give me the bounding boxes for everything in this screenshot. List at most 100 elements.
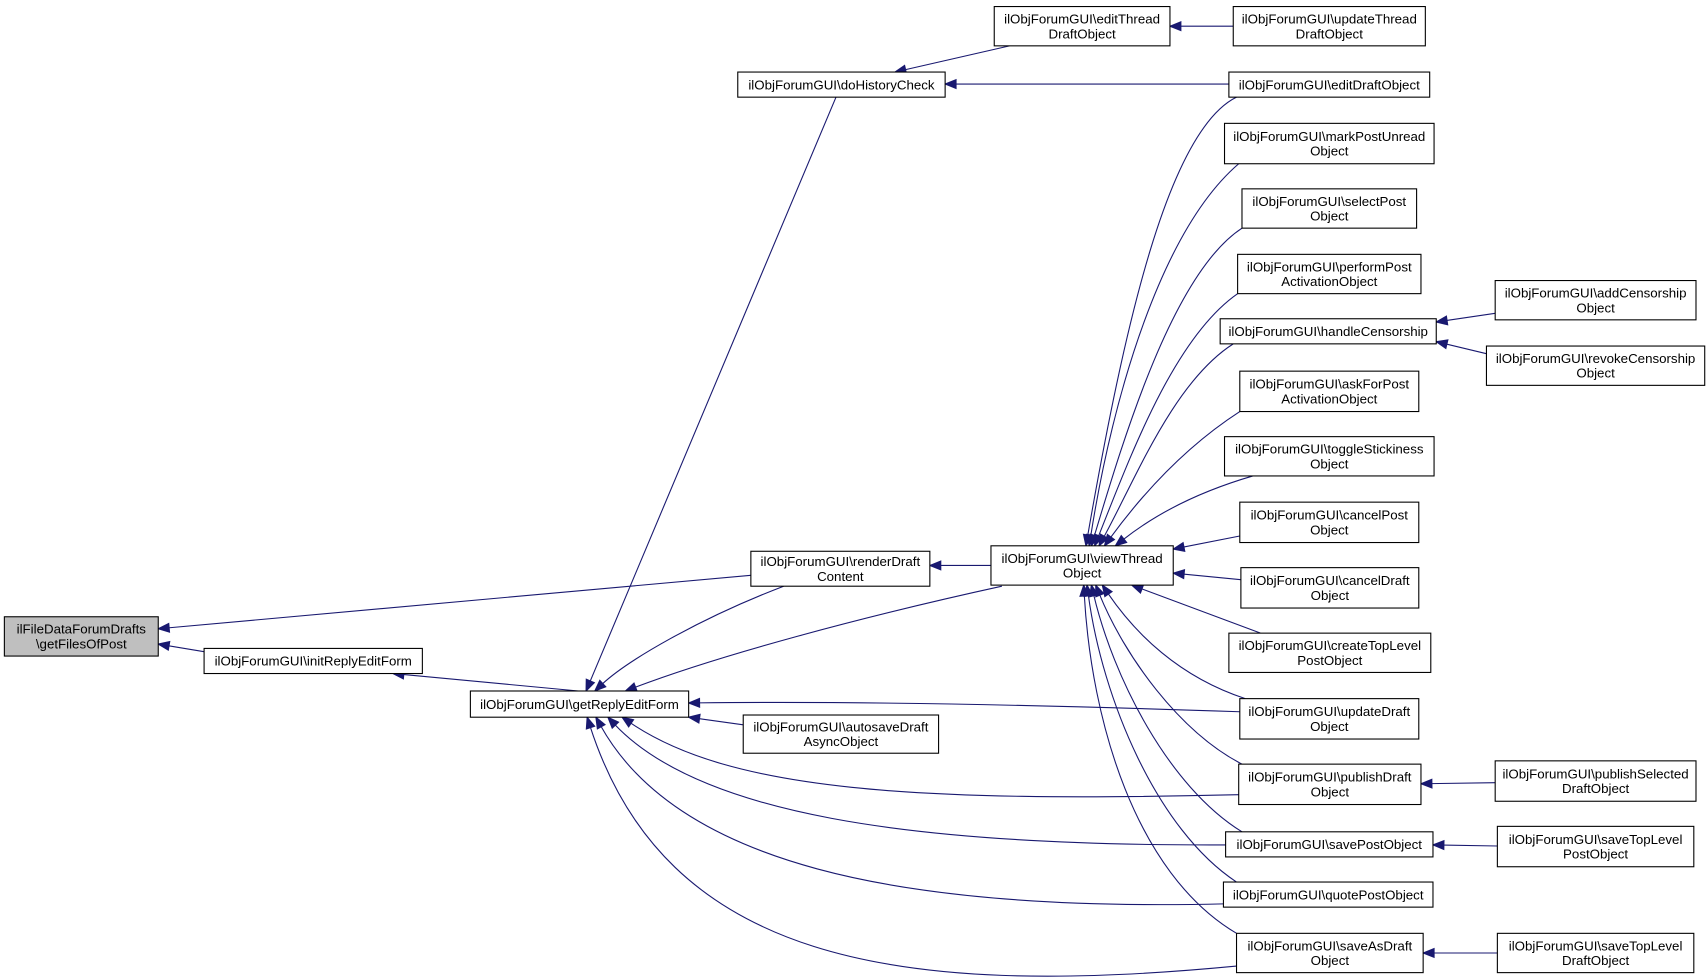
node-initReplyEditForm[interactable]: ilObjForumGUI\initReplyEditForm — [203, 647, 423, 675]
edge-editDraftObject-to-doHistoryCheck — [943, 78, 1229, 90]
node-label-line: ilObjForumGUI\quotePostObject — [1233, 887, 1424, 902]
node-handleCensorship[interactable]: ilObjForumGUI\handleCensorship — [1219, 318, 1437, 345]
edge-line — [1083, 594, 1237, 934]
edge-updateThreadDraftObject-to-editThreadDraftObject — [1168, 21, 1234, 32]
node-savePostObject[interactable]: ilObjForumGUI\savePostObject — [1225, 831, 1434, 858]
edge-line — [1090, 163, 1240, 537]
node-box — [1239, 370, 1420, 413]
edge-line — [904, 45, 1010, 71]
node-quotePostObject[interactable]: ilObjForumGUI\quotePostObject — [1222, 881, 1434, 908]
edge-publishDraftObject-to-getReplyEditForm — [620, 716, 1239, 798]
edge-line — [589, 96, 837, 683]
node-label-line: ActivationObject — [1281, 274, 1377, 289]
node-doHistoryCheck[interactable]: ilObjForumGUI\doHistoryCheck — [737, 71, 946, 98]
node-label-line: ilObjForumGUI\markPostUnread — [1233, 129, 1425, 144]
edge-line — [601, 585, 784, 685]
node-label-line: ilObjForumGUI\updateDraft — [1248, 704, 1410, 719]
arrowhead-icon — [1434, 339, 1449, 350]
node-label-line: \getFilesOfPost — [36, 636, 127, 651]
node-box — [990, 545, 1174, 586]
edge-line — [629, 722, 1239, 798]
node-label-line: Object — [1310, 144, 1349, 159]
node-performPostActivationObject[interactable]: ilObjForumGUI\performPostActivationObjec… — [1237, 253, 1422, 295]
edge-line — [1107, 592, 1246, 700]
edge-line — [1109, 411, 1241, 539]
arrowhead-icon — [1168, 21, 1182, 32]
arrowhead-icon — [928, 560, 942, 571]
edge-line — [634, 585, 1002, 689]
node-box — [1485, 345, 1706, 386]
nodes-layer: ilFileDataForumDrafts\getFilesOfPostilOb… — [3, 6, 1706, 974]
arrowhead-icon — [156, 640, 171, 652]
arrowhead-icon — [943, 78, 957, 90]
arrowhead-icon — [585, 678, 596, 693]
node-box — [1240, 567, 1420, 609]
edge-saveTopLevelDraftObject-to-saveAsDraftObject — [1421, 947, 1498, 959]
edge-line — [698, 718, 744, 726]
edge-handleCensorship-to-viewThreadObject — [1098, 343, 1234, 548]
node-box — [1239, 698, 1420, 740]
node-getReplyEditForm[interactable]: ilObjForumGUI\getReplyEditForm — [469, 690, 690, 718]
node-box — [1237, 253, 1422, 295]
edge-saveAsDraftObject-to-viewThreadObject — [1079, 583, 1237, 934]
node-label-line: AsyncObject — [804, 734, 879, 749]
edge-revokeCensorshipObject-to-handleCensorship — [1434, 339, 1487, 355]
node-label-line: ilObjForumGUI\updateThread — [1242, 12, 1417, 27]
edge-line — [589, 726, 1237, 977]
edge-line — [1093, 594, 1243, 833]
node-box — [993, 6, 1171, 47]
edge-saveTopLevelPostObject-to-savePostObject — [1431, 839, 1498, 851]
edge-publishDraftObject-to-viewThreadObject — [1095, 583, 1243, 765]
edge-viewThreadObject-to-renderDraftContent — [928, 560, 991, 571]
arrowhead-icon — [1171, 569, 1186, 580]
edge-line — [1182, 535, 1240, 548]
node-box — [203, 647, 423, 675]
node-box — [1494, 280, 1697, 321]
node-box — [750, 550, 931, 587]
arrowhead-icon — [1171, 541, 1186, 552]
node-label-line: ilObjForumGUI\saveTopLevel — [1509, 832, 1683, 847]
node-label-line: Object — [1063, 566, 1102, 581]
edge-doHistoryCheck-to-getReplyEditForm — [585, 96, 837, 693]
arrowhead-icon — [156, 622, 171, 633]
edge-editThreadDraftObject-to-doHistoryCheck — [893, 45, 1010, 75]
node-label-line: Object — [1576, 300, 1615, 315]
arrowhead-icon — [585, 715, 596, 730]
edge-line — [1445, 343, 1487, 355]
arrowhead-icon — [1434, 315, 1449, 326]
edge-line — [1087, 594, 1237, 883]
edge-line — [167, 574, 751, 629]
node-box — [1241, 188, 1418, 229]
node-label-line: DraftObject — [1296, 26, 1364, 41]
edge-saveAsDraftObject-to-getReplyEditForm — [585, 715, 1237, 977]
arrowhead-icon — [595, 715, 606, 730]
node-label-line: ilObjForumGUI\getReplyEditForm — [480, 697, 679, 712]
edge-renderDraftContent-to-getReplyEditForm — [593, 585, 784, 692]
node-label-line: ilObjForumGUI\editThread — [1004, 12, 1160, 27]
node-label-line: ilObjForumGUI\viewThread — [1002, 551, 1163, 566]
edge-line — [167, 645, 205, 653]
edge-savePostObject-to-getReplyEditForm — [606, 716, 1226, 846]
node-label-line: PostObject — [1563, 847, 1628, 862]
node-editDraftObject[interactable]: ilObjForumGUI\editDraftObject — [1228, 71, 1431, 98]
